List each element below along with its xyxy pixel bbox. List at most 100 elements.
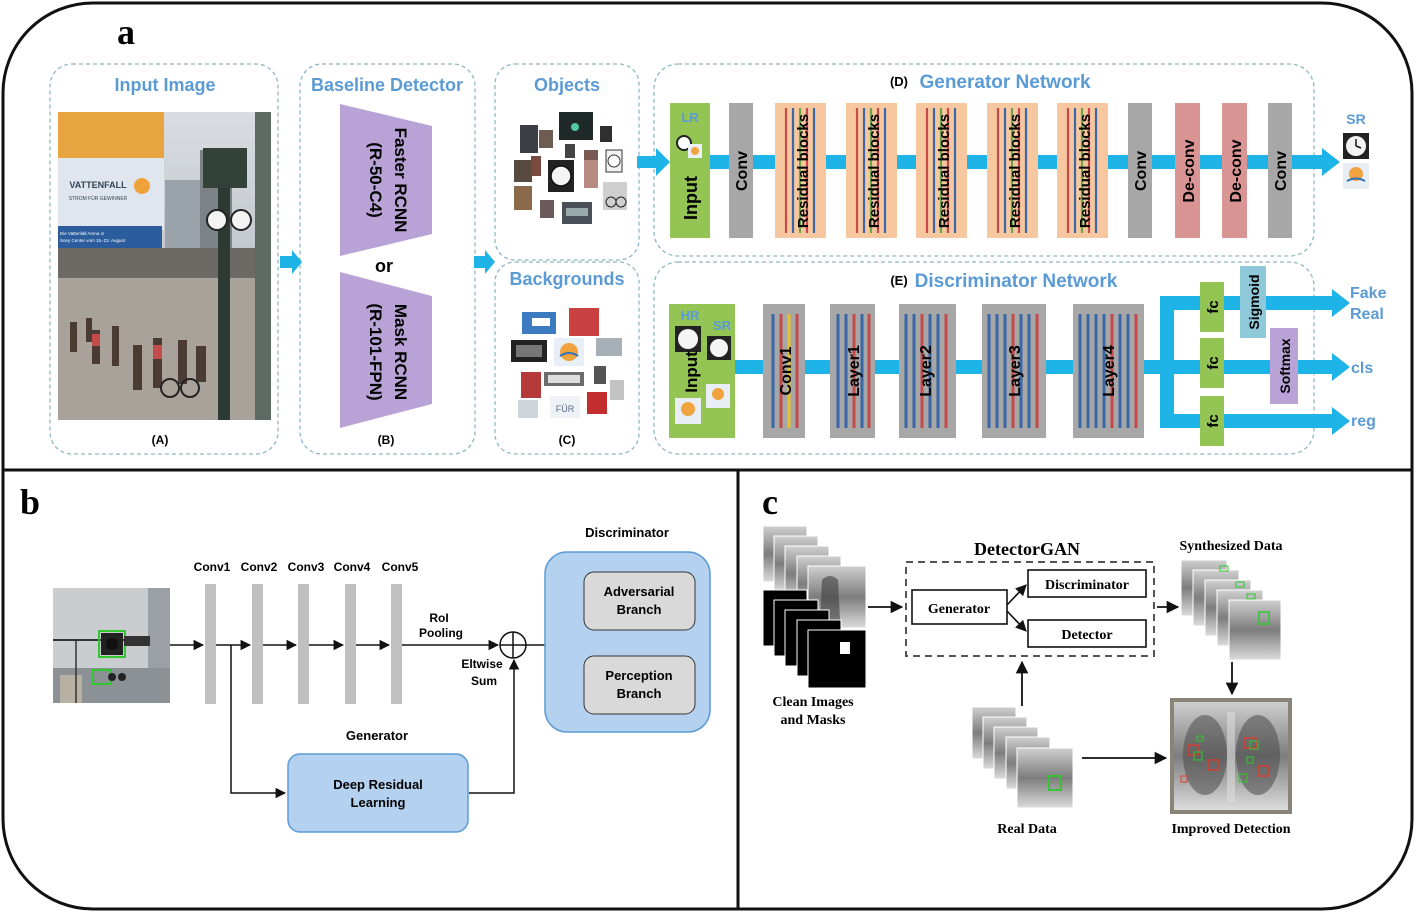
svg-text:Residual blocks: Residual blocks bbox=[795, 114, 812, 228]
softmax-block: Softmax bbox=[1270, 328, 1298, 404]
traffic-light-photo bbox=[53, 588, 170, 703]
conv1-bar bbox=[205, 584, 216, 704]
svg-text:STROM FÜR GEWINNER: STROM FÜR GEWINNER bbox=[69, 195, 128, 202]
detectorgan-box bbox=[905, 561, 1155, 657]
discriminator-layers: Conv1 Layer1 Layer2 bbox=[763, 304, 1144, 438]
gen-residual-4: Residual blocks bbox=[987, 103, 1038, 238]
panel-letter-b: b bbox=[20, 482, 40, 522]
svg-text:fc: fc bbox=[1205, 300, 1222, 313]
output-real-label: Real bbox=[1350, 306, 1384, 323]
adversarial-label-1: Adversarial bbox=[604, 584, 675, 599]
discriminator-tag: (E) bbox=[890, 273, 907, 288]
discriminator-title-b: Discriminator bbox=[585, 525, 669, 540]
discriminator-group bbox=[653, 261, 1315, 455]
svg-text:Sony Center vom 15.-23. August: Sony Center vom 15.-23. August bbox=[60, 238, 126, 243]
svg-text:HR: HR bbox=[681, 308, 700, 323]
panel-a: Input Image Baseline Detector Objects Ba… bbox=[49, 63, 1387, 455]
svg-text:De-conv: De-conv bbox=[1228, 139, 1245, 202]
sr-output: SR bbox=[1343, 111, 1369, 189]
perception-label-1: Perception bbox=[605, 668, 672, 683]
svg-text:Layer1: Layer1 bbox=[846, 345, 863, 397]
discriminator-input-block: HR SR Input bbox=[669, 304, 735, 438]
gan-detector-label: Detector bbox=[1061, 628, 1112, 643]
conv-stack: Conv1 Conv2 Conv3 Conv4 Conv5 bbox=[194, 560, 419, 704]
flow-arrow-3 bbox=[637, 148, 670, 176]
panel-b: Conv1 Conv2 Conv3 Conv4 Conv5 RoI Poolin… bbox=[53, 525, 711, 833]
conv5-label: Conv5 bbox=[382, 560, 419, 574]
gen-deconv-2: De-conv bbox=[1222, 103, 1247, 238]
panel-c: Clean Images and Masks DetectorGAN Gener… bbox=[762, 525, 1292, 837]
svg-text:Conv1: Conv1 bbox=[778, 346, 795, 395]
fc-middle: fc bbox=[1200, 338, 1224, 388]
gan-generator-label: Generator bbox=[928, 602, 990, 617]
baseline-detector-title: Baseline Detector bbox=[311, 75, 463, 95]
synthesized-stack bbox=[1180, 559, 1282, 661]
disc-layer2: Layer2 bbox=[899, 304, 956, 438]
input-image-title: Input Image bbox=[114, 75, 215, 95]
branch-bottom-line bbox=[1166, 414, 1336, 428]
eltwise-sum-icon bbox=[499, 631, 527, 659]
discriminator-title: Discriminator Network bbox=[915, 271, 1118, 292]
svg-text:Die Vattenfall Arena in: Die Vattenfall Arena in bbox=[60, 231, 105, 236]
svg-text:Layer4: Layer4 bbox=[1101, 345, 1118, 397]
svg-text:Softmax: Softmax bbox=[1277, 338, 1293, 393]
deep-residual-label-2: Learning bbox=[351, 795, 406, 810]
output-reg-label: reg bbox=[1351, 413, 1376, 430]
generator-blocks: Conv Residual blocks Residual blocks bbox=[729, 103, 1292, 238]
gen-conv-2: Conv bbox=[1128, 103, 1152, 238]
generator-output-arrow bbox=[1322, 148, 1340, 176]
backgrounds-title: Backgrounds bbox=[509, 269, 624, 289]
conv2-label: Conv2 bbox=[241, 560, 278, 574]
svg-text:fc: fc bbox=[1205, 356, 1222, 369]
conv1-label: Conv1 bbox=[194, 560, 231, 574]
perception-label-2: Branch bbox=[617, 686, 662, 701]
real-data-label: Real Data bbox=[997, 822, 1057, 837]
gen-to-det-arrow bbox=[1006, 610, 1027, 632]
synthesized-data-label: Synthesized Data bbox=[1179, 539, 1282, 554]
conv2-bar bbox=[252, 584, 263, 704]
roi-label-2: Pooling bbox=[419, 626, 463, 640]
gen-residual-2: Residual blocks bbox=[846, 103, 897, 238]
detector-caption: (B) bbox=[378, 433, 395, 447]
gen-residual-3: Residual blocks bbox=[916, 103, 967, 238]
svg-text:fc: fc bbox=[1205, 414, 1222, 427]
flow-arrow-2 bbox=[474, 250, 495, 274]
fake-real-arrow bbox=[1332, 289, 1350, 317]
perception-branch-box bbox=[583, 655, 696, 715]
sigmoid-block: Sigmoid bbox=[1240, 266, 1266, 338]
svg-text:Conv: Conv bbox=[1133, 151, 1150, 191]
fc-heads: fc fc fc Sigmoid Softmax bbox=[1200, 266, 1298, 446]
svg-text:SR: SR bbox=[713, 318, 732, 333]
backgrounds-group bbox=[494, 261, 640, 455]
svg-text:Layer3: Layer3 bbox=[1007, 345, 1024, 397]
svg-text:Residual blocks: Residual blocks bbox=[866, 114, 883, 228]
generator-input-block: LR Input bbox=[670, 103, 710, 238]
svg-text:Residual blocks: Residual blocks bbox=[936, 114, 953, 228]
objects-caption: (C) bbox=[559, 433, 576, 447]
svg-text:VATTENFALL: VATTENFALL bbox=[69, 180, 127, 190]
gan-detector-box bbox=[1027, 619, 1147, 648]
panel-letter-c: c bbox=[762, 482, 778, 522]
svg-text:Input: Input bbox=[682, 351, 701, 393]
conv5-bar bbox=[391, 584, 402, 704]
mask-rcnn-trapezoid bbox=[340, 272, 432, 428]
faster-rcnn-trapezoid bbox=[340, 104, 432, 256]
svg-text:SR: SR bbox=[1346, 111, 1365, 127]
input-image-group bbox=[49, 63, 279, 455]
svg-text:Conv: Conv bbox=[734, 151, 751, 191]
masks-stack bbox=[762, 589, 867, 689]
gen-conv-3: Conv bbox=[1268, 103, 1292, 238]
object-thumbnails bbox=[514, 112, 627, 224]
generator-title-b: Generator bbox=[346, 728, 408, 743]
improved-detection-label: Improved Detection bbox=[1171, 822, 1290, 837]
svg-text:Layer2: Layer2 bbox=[918, 345, 935, 397]
objects-title: Objects bbox=[534, 75, 600, 95]
conv3-label: Conv3 bbox=[288, 560, 325, 574]
mask-rcnn-label-2: (R-101-FPN) bbox=[366, 303, 385, 400]
svg-text:Conv: Conv bbox=[1273, 151, 1290, 191]
gen-deconv-1: De-conv bbox=[1175, 103, 1200, 238]
clean-images-label-1: Clean Images bbox=[772, 695, 854, 710]
svg-text:LR: LR bbox=[681, 110, 699, 125]
